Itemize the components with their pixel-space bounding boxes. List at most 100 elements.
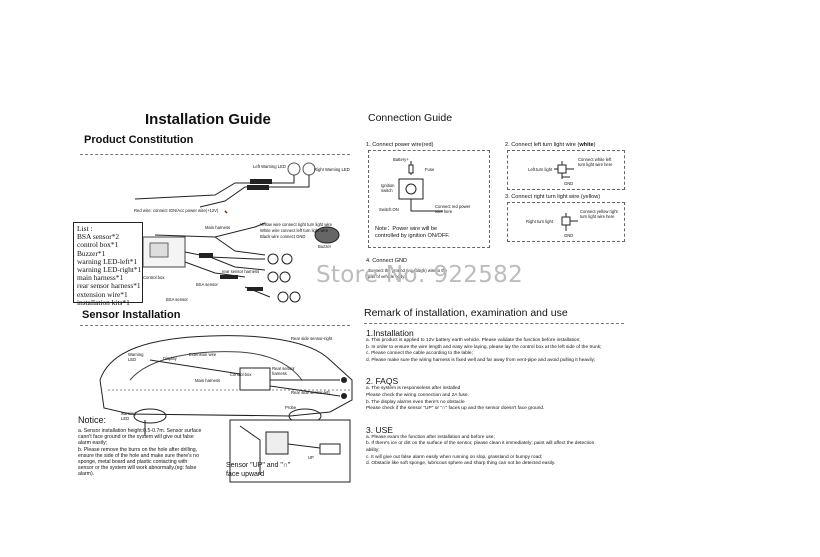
main-harness-label: Main harness bbox=[205, 225, 231, 230]
bsa-sensor-icon bbox=[289, 291, 301, 303]
bsa-sensor-label: BSA sensor bbox=[166, 297, 188, 302]
bsa-sensor-label: BSA sensor bbox=[196, 282, 218, 287]
black-wire-label: Black wire connect GND bbox=[260, 234, 306, 239]
notice-line: sensor or the system will work abnormall… bbox=[78, 465, 197, 472]
parts-list-item: control box*1 bbox=[77, 240, 119, 250]
remark-line: Please check if the sensor "UP" or "∩" f… bbox=[366, 406, 545, 412]
remark-line: d. Obstacle like soft sponge, lubricous … bbox=[366, 461, 556, 467]
parts-list-item: installation kits*1 bbox=[77, 297, 130, 307]
parts-list-item: rear sensor harness*1 bbox=[77, 281, 141, 291]
rear-sensor-icon bbox=[267, 253, 279, 265]
remark-line: ability; bbox=[366, 447, 380, 453]
gnd-label: GND bbox=[564, 233, 574, 238]
parts-list-item: warning LED-left*1 bbox=[77, 256, 138, 266]
remark-line: a. The system is responseless after inst… bbox=[366, 386, 461, 392]
step-left-label: 2. Connect left turn light wire (white) bbox=[505, 142, 596, 148]
divider bbox=[80, 154, 350, 155]
remark-line: c. It will give out false alarm easily w… bbox=[366, 454, 543, 460]
remark-use-heading: 3. USE bbox=[366, 424, 393, 435]
divider bbox=[80, 325, 350, 326]
bsa-sensor-icon bbox=[279, 271, 291, 283]
store-watermark: Store No: 922582 bbox=[316, 262, 524, 288]
remark-line: a. Please exam the function after instal… bbox=[366, 434, 495, 440]
left-led-icon bbox=[287, 162, 301, 176]
power-note-line1: Note：Power wire will be bbox=[375, 226, 438, 232]
battery-label: Battery+ bbox=[393, 157, 409, 162]
probe-label: Probe bbox=[285, 405, 297, 410]
yellow-wire-label: Yellow wire connect right turn light wir… bbox=[260, 222, 332, 227]
control-box-icon bbox=[239, 367, 271, 391]
notice-title: Notice: bbox=[78, 415, 107, 425]
remark-heading: Remark of installation, examination and … bbox=[364, 307, 568, 319]
fuse-icon bbox=[408, 164, 414, 174]
buzzer-icon bbox=[314, 226, 340, 244]
notice-text: a. Sensor installation height:0.5-0.7m. … bbox=[78, 428, 201, 478]
notice-line: a. Sensor installation height:0.5-0.7m. … bbox=[78, 428, 202, 434]
control-box-label: Control box bbox=[230, 372, 252, 377]
product-constitution-heading: Product Constitution bbox=[84, 134, 194, 146]
remark-faqs-heading: 2. FAQS bbox=[366, 376, 399, 387]
car-outline bbox=[99, 335, 353, 417]
switch-label: Switch:ON bbox=[379, 207, 399, 212]
notice-line: ensure the side of the hole and make sur… bbox=[78, 452, 199, 459]
display-label: Display bbox=[163, 356, 177, 361]
ignition-label: Ignition switch bbox=[381, 183, 395, 193]
control-box-label: Control box bbox=[143, 275, 165, 280]
parts-list-item: extension wire*1 bbox=[77, 289, 128, 299]
notice-line: cann't face ground or the system will gi… bbox=[78, 434, 194, 441]
right-led-label: Right Warning LED bbox=[314, 167, 350, 172]
left-light-label: Left turn light bbox=[528, 167, 553, 172]
remark-line: b. The display alarms even there's no ob… bbox=[366, 399, 465, 405]
gnd-text-line1: Connect the ground ring (black) wire to … bbox=[368, 268, 448, 273]
rear-right-label: Rear side sensor-right bbox=[291, 336, 333, 341]
remark-line: b. If there's ice or dirt on the surface… bbox=[366, 441, 595, 447]
main-harness-label: Main harness bbox=[195, 378, 221, 383]
white-wire-label: White wire connect left turn light wire bbox=[260, 228, 329, 233]
ignition-switch-icon bbox=[398, 178, 424, 200]
remark-line: c. Please connect the cable according to… bbox=[366, 351, 473, 357]
up-label: UP bbox=[308, 455, 314, 460]
step-right-label: 3. Connect right turn light wire (yellow… bbox=[505, 194, 601, 200]
rear-sensor-harness-label: rear sensor harness bbox=[222, 269, 260, 274]
car-sensor-diagram bbox=[99, 335, 353, 483]
notice-line: alarm). bbox=[78, 471, 95, 478]
parts-list-item: List : bbox=[77, 224, 93, 233]
fuse-label: Fuse bbox=[425, 167, 435, 172]
installation-guide-title: Installation Guide bbox=[145, 111, 271, 128]
connect-white-label: Connect white left turn light wire here bbox=[578, 157, 613, 167]
step-power-label: 1. Connect power wire(red) bbox=[366, 142, 434, 148]
sensor-up-caption-line1: Sensor "UP" and "∩" bbox=[226, 462, 291, 469]
product-wiring-diagram bbox=[134, 162, 340, 303]
step-gnd-label: 4. Connect GND bbox=[366, 258, 408, 264]
parts-list-item: Buzzer*1 bbox=[77, 248, 106, 258]
power-connection-box: Battery+ Fuse Ignition switch Switch:ON … bbox=[368, 150, 490, 248]
bsa-sensor-icon bbox=[267, 271, 279, 283]
parts-list-item: main harness*1 bbox=[77, 273, 124, 283]
divider bbox=[364, 323, 624, 324]
remark-line: a. This product is applied to 12V batter… bbox=[366, 338, 581, 343]
red-wire-label: Red wire: connect IGN/Acc power wire(+12… bbox=[134, 208, 219, 213]
left-lamp-icon bbox=[557, 164, 567, 174]
bsa-sensor-icon bbox=[277, 291, 289, 303]
warning-led-label-2: warning LED bbox=[121, 411, 136, 421]
notice-line: b. Please remove the burrs on the hole a… bbox=[78, 446, 198, 453]
gnd-text-line2: part of vehicle body. bbox=[368, 274, 406, 279]
rear-sensor-icon bbox=[281, 253, 293, 265]
extension-wire-label: Extension wire bbox=[189, 352, 217, 357]
remark-line: b. In order to ensure the wire length an… bbox=[366, 344, 602, 350]
rear-left-label: Rear side sensor-left bbox=[291, 390, 330, 395]
connect-red-label: Connect red power wire here bbox=[435, 204, 471, 214]
remark-line: Please check the wiring connection and 2… bbox=[366, 392, 469, 398]
parts-list-item: warning LED-right*1 bbox=[77, 265, 142, 275]
connect-yellow-label: Connect yellow right turn light wire her… bbox=[580, 209, 618, 219]
remark-installation-heading: 1.Installation bbox=[366, 328, 414, 338]
buzzer-label: Buzzer bbox=[318, 244, 332, 249]
warning-led-label: Warning LED bbox=[128, 352, 144, 362]
gnd-label: GND bbox=[564, 181, 574, 186]
right-light-label: Right turn light bbox=[526, 219, 553, 224]
left-led-label: Left Warning LED bbox=[253, 164, 286, 169]
parts-list-item: BSA sensor*2 bbox=[77, 232, 120, 242]
sensor-installation-heading: Sensor Installation bbox=[82, 309, 181, 321]
remark-body: 1.Installation a. This product is applie… bbox=[366, 326, 776, 468]
left-turn-connection-box: Left turn light Connect white left turn … bbox=[507, 150, 625, 190]
